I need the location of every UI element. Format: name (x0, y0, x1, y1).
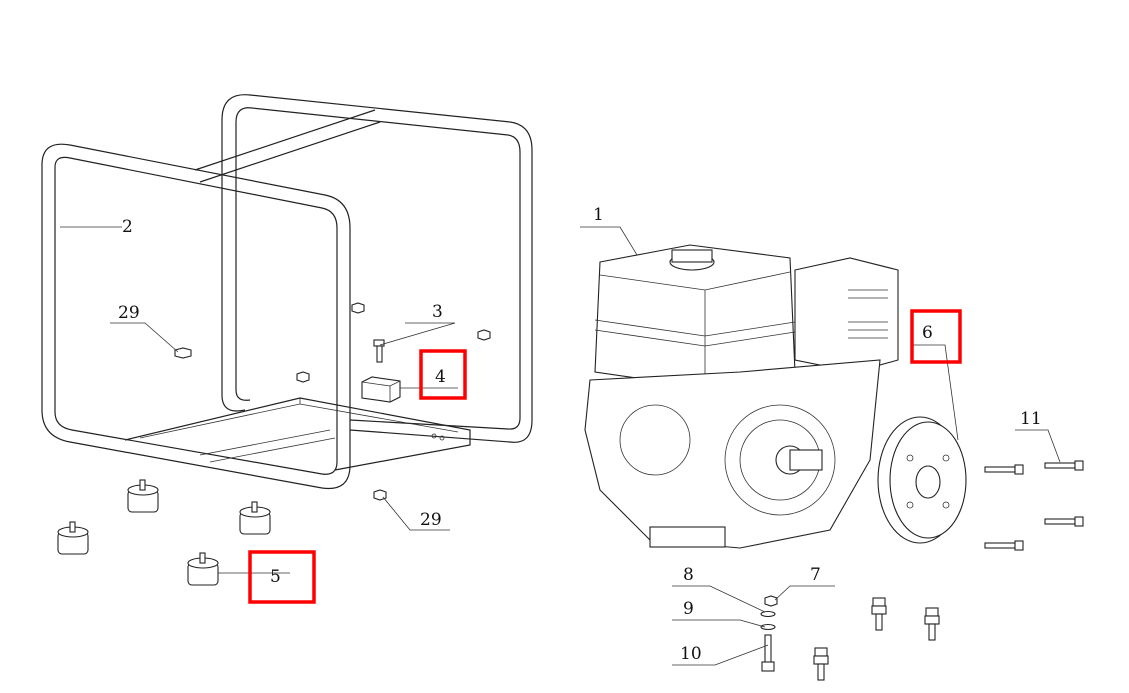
label-rubber-foot: 5 (270, 567, 281, 587)
label-bracket: 4 (435, 367, 446, 387)
label-nut-small: 7 (810, 565, 821, 585)
flange-bolts (984, 460, 1084, 551)
highlight-box-4 (419, 349, 467, 400)
highlight-boxes (248, 309, 962, 604)
highlight-box-5 (248, 550, 316, 604)
leader-lines (60, 226, 1061, 666)
label-washer-9: 9 (683, 599, 694, 619)
mount-hardware (760, 595, 940, 681)
label-nut-left: 29 (118, 303, 140, 323)
label-flange-bolt: 11 (1020, 409, 1042, 429)
frame (41, 94, 533, 490)
frame-nuts (174, 302, 491, 501)
flange-part (877, 416, 967, 544)
label-engine: 1 (593, 205, 604, 225)
highlight-box-6 (910, 309, 962, 364)
label-bolt: 3 (432, 302, 443, 322)
rubber-feet (57, 479, 271, 586)
label-frame: 2 (122, 217, 133, 237)
engine-part (584, 244, 899, 549)
label-nut-bottom: 29 (420, 510, 442, 530)
bolt-part (373, 339, 385, 363)
label-mount-bolt: 10 (680, 644, 702, 664)
bracket-part (361, 376, 401, 403)
label-flange: 6 (922, 323, 933, 343)
label-washer-8: 8 (683, 565, 694, 585)
